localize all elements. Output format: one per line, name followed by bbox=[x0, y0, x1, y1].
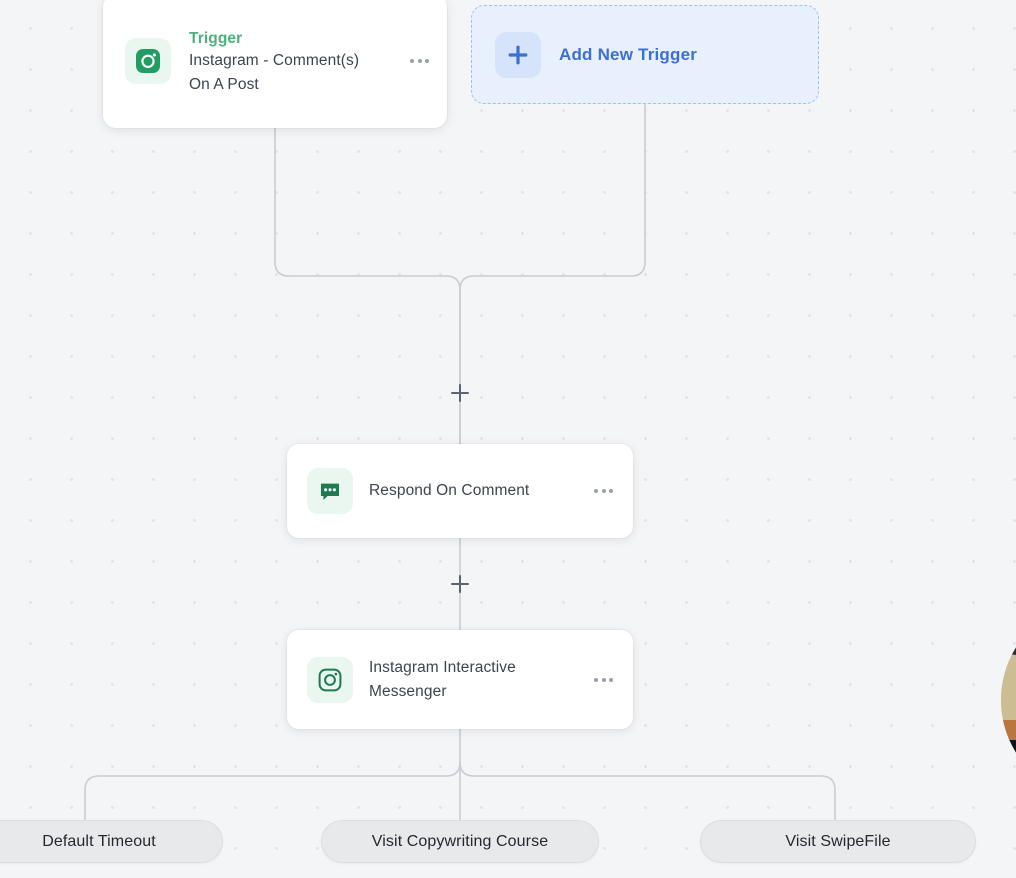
trigger-title-line1: Instagram - Comment(s) bbox=[189, 51, 360, 69]
avatar-eye bbox=[1005, 646, 1016, 655]
instagram-interactive-messenger-node[interactable]: Instagram Interactive Messenger bbox=[287, 630, 633, 729]
instagram-icon bbox=[125, 38, 171, 84]
add-new-trigger-button[interactable]: Add New Trigger bbox=[471, 5, 819, 104]
trigger-title-line2: On A Post bbox=[189, 75, 259, 93]
respond-overflow-menu-icon[interactable] bbox=[592, 483, 615, 499]
respond-node-title: Respond On Comment bbox=[369, 482, 530, 499]
messenger-title-line1: Instagram Interactive bbox=[369, 658, 516, 676]
visit-copywriting-course-button[interactable]: Visit Copywriting Course bbox=[321, 820, 599, 863]
default-timeout-button[interactable]: Default Timeout bbox=[0, 820, 223, 863]
messenger-overflow-menu-icon[interactable] bbox=[592, 672, 615, 688]
plus-icon bbox=[495, 31, 541, 78]
instagram-outline-icon bbox=[307, 656, 353, 703]
avatar-shirt bbox=[1001, 740, 1016, 800]
trigger-overflow-menu-icon[interactable] bbox=[408, 53, 431, 69]
chat-bubble-icon bbox=[307, 468, 353, 514]
messenger-title-line2: Messenger bbox=[369, 682, 447, 700]
avatar-neck bbox=[1001, 720, 1016, 742]
trigger-node-card[interactable]: Trigger Instagram - Comment(s) On A Post bbox=[103, 0, 447, 128]
add-step-below-respond-button[interactable] bbox=[449, 573, 471, 595]
respond-on-comment-node[interactable]: Respond On Comment bbox=[287, 444, 633, 538]
add-step-above-respond-button[interactable] bbox=[449, 382, 471, 404]
respond-node-text: Respond On Comment bbox=[369, 479, 576, 503]
add-new-trigger-label: Add New Trigger bbox=[559, 44, 698, 64]
trigger-kicker: Trigger bbox=[189, 29, 243, 47]
visit-swipefile-button[interactable]: Visit SwipeFile bbox=[700, 820, 976, 863]
trigger-node-text: Trigger Instagram - Comment(s) On A Post bbox=[189, 26, 390, 97]
profile-avatar bbox=[1001, 600, 1016, 800]
messenger-node-text: Instagram Interactive Messenger bbox=[369, 656, 576, 704]
